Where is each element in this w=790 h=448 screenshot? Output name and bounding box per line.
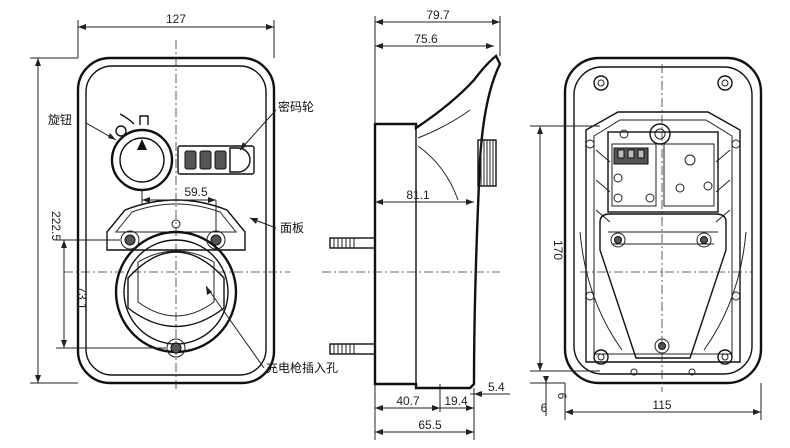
dim-socket-offset: 73.1 [56, 239, 166, 349]
dim-label-side-bottom-b: 19.4 [444, 394, 468, 408]
dim-label-side-mid-depth: 81.1 [406, 188, 430, 202]
side-screw-top [329, 237, 376, 249]
back-circuit-box [607, 131, 719, 213]
dim-front-height: 222.5 [30, 57, 78, 384]
dim-label-side-depth-total: 79.7 [426, 8, 450, 22]
dim-label-back-small-b: 6 [541, 401, 548, 415]
back-inner-rim [573, 66, 753, 375]
back-bracket-plate [599, 213, 727, 359]
dim-knob-spacing: 59.5 [141, 185, 217, 232]
dim-label-front-height: 222.5 [49, 211, 63, 241]
charging-socket [106, 199, 246, 358]
dim-label-back-small-a: 6 [555, 393, 569, 400]
dim-label-front-width: 127 [166, 12, 186, 26]
side-screw-bottom [329, 343, 376, 355]
knob-arrow-icon [137, 139, 147, 150]
dim-label-back-width: 115 [652, 398, 671, 412]
dim-front-width: 127 [77, 12, 275, 58]
label-panel: 面板 [280, 221, 304, 235]
back-outer-shell [563, 56, 763, 385]
label-charging-socket: 充电枪插入孔 [266, 360, 338, 375]
side-body-outline [373, 54, 502, 390]
dim-label-side-depth-body: 75.6 [414, 32, 438, 46]
front-view: 127 222.5 59.5 73.1 [30, 12, 338, 392]
dim-label-side-bottom-a: 40.7 [396, 394, 420, 408]
password-wheel [177, 145, 255, 175]
side-view: 79.7 75.6 81.1 40.7 19.4 5.4 65.5 [322, 8, 510, 440]
dim-label-side-bottom-c: 5.4 [488, 380, 505, 394]
label-password-wheel: 密码轮 [278, 99, 314, 114]
dim-label-socket-offset: 73.1 [75, 286, 89, 310]
dim-label-side-bottom-total: 65.5 [418, 418, 442, 432]
dim-label-back-height: 170 [551, 240, 565, 260]
back-view: 170 6 6 115 [530, 56, 763, 420]
back-corner-holes [585, 75, 741, 376]
dim-label-knob-spacing: 59.5 [184, 185, 208, 199]
knob [110, 113, 174, 192]
back-mount-screws [610, 232, 712, 354]
label-knob: 旋钮 [48, 112, 72, 127]
